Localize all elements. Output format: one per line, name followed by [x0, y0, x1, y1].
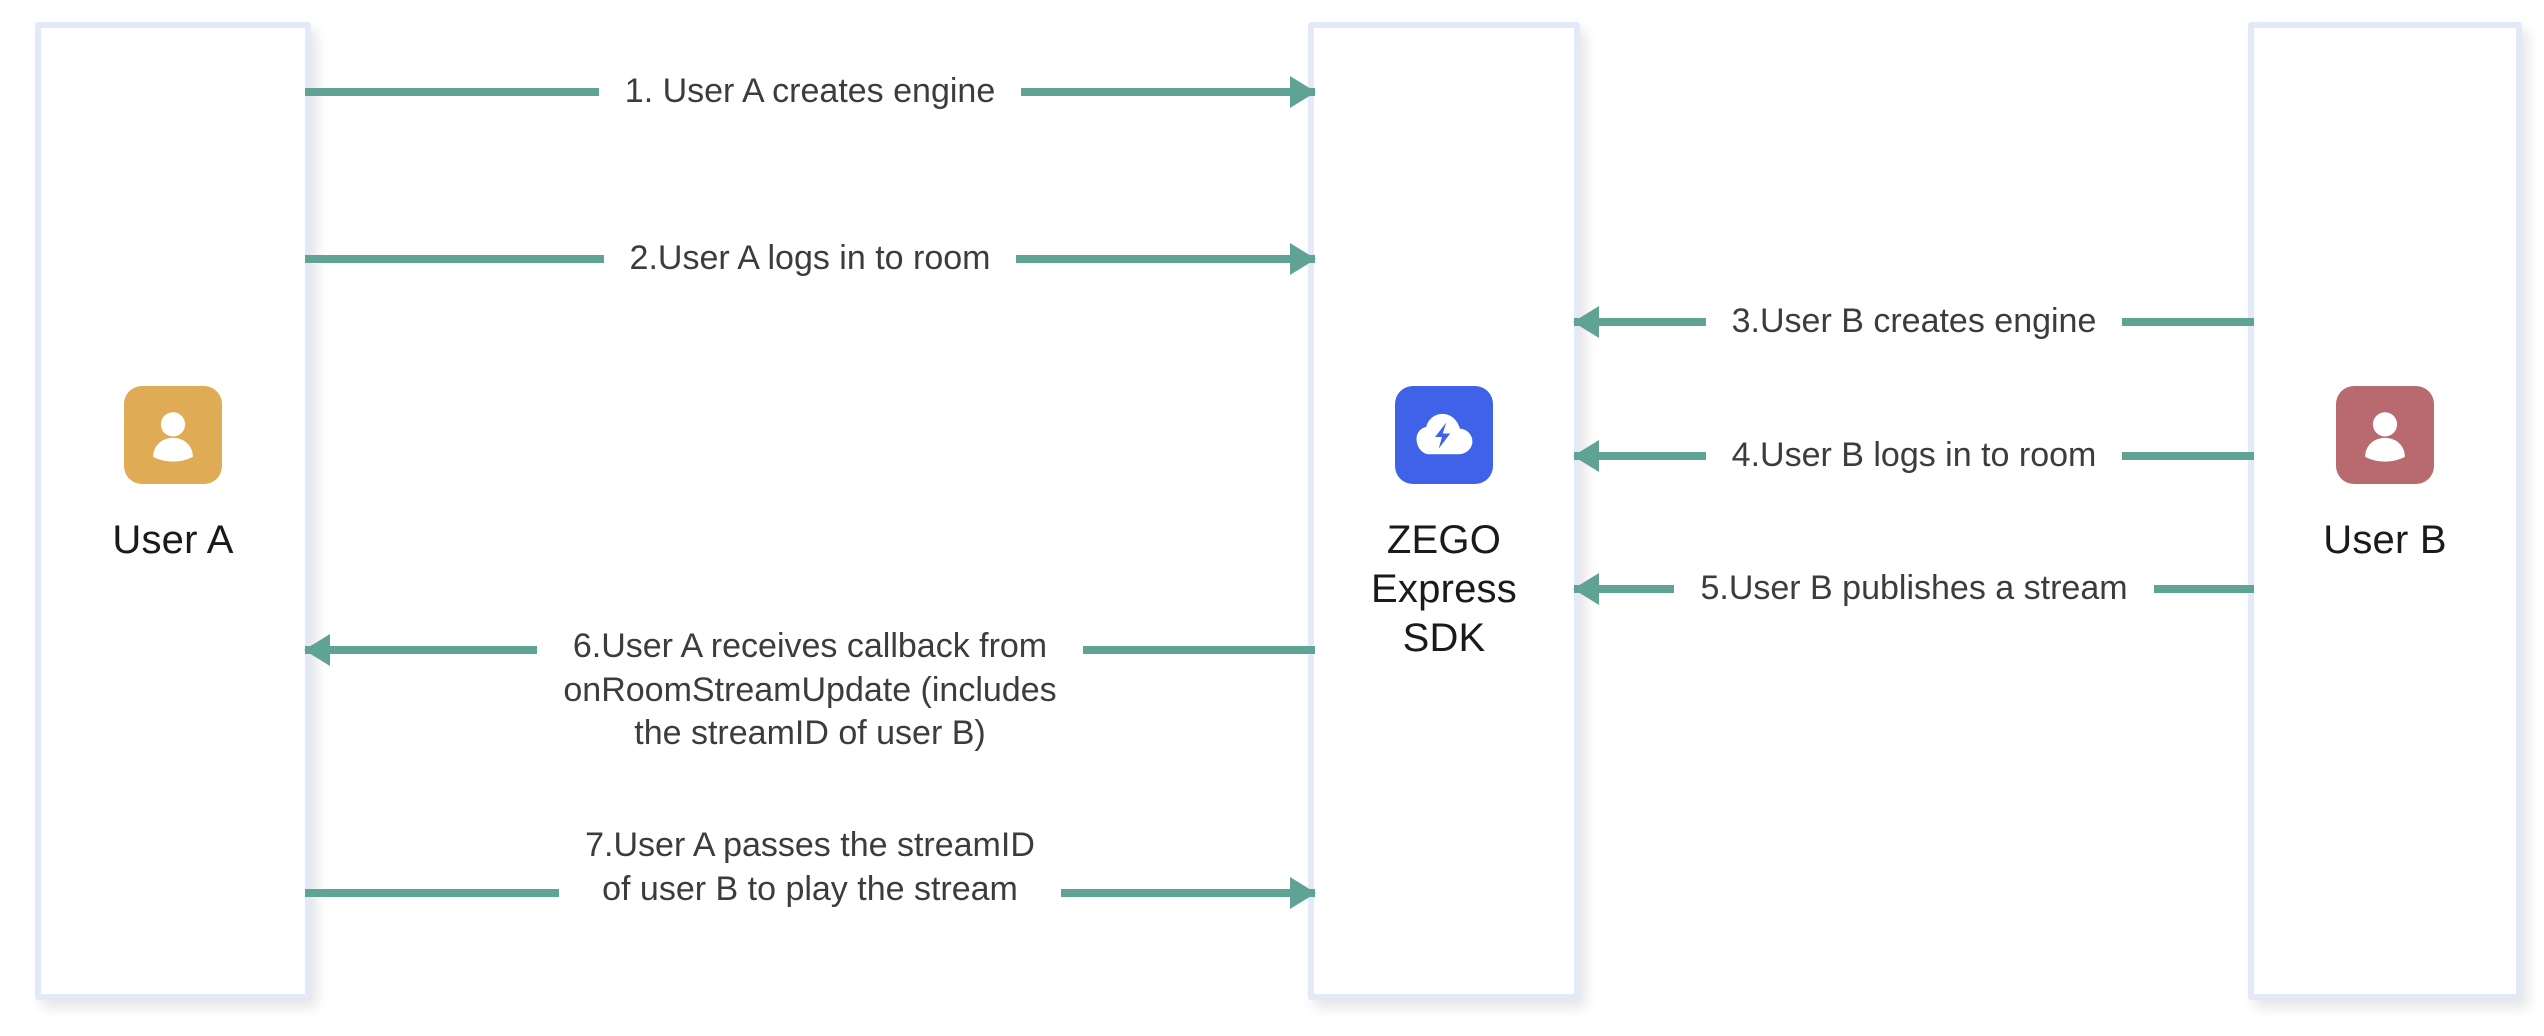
arrow-head-left — [305, 646, 538, 654]
arrow-head-left — [1574, 452, 1706, 460]
message-5-label: 5.User B publishes a stream — [1700, 569, 2128, 608]
message-3-label: 3.User B creates engine — [1731, 302, 2097, 341]
arrow-head-right — [1016, 255, 1316, 263]
message-7: 7.User A passes the streamID of user B t… — [305, 824, 1316, 934]
cloud-bolt-icon — [1395, 386, 1493, 484]
message-1: 1. User A creates engine — [305, 70, 1316, 114]
message-2-label: 2.User A logs in to room — [629, 239, 991, 278]
person-icon — [124, 386, 222, 484]
arrow-line-left — [305, 889, 560, 897]
message-1-label: 1. User A creates engine — [624, 72, 996, 111]
message-4: 4.User B logs in to room — [1574, 434, 2255, 478]
arrow-line-left — [305, 255, 604, 263]
arrow-line-right — [1082, 646, 1315, 654]
message-6-label: 6.User A receives callback from onRoomSt… — [563, 627, 1057, 753]
message-4-label: 4.User B logs in to room — [1731, 436, 2097, 475]
arrow-head-right — [1060, 889, 1316, 897]
arrow-line-left — [305, 88, 599, 96]
arrow-head-left — [1574, 318, 1706, 326]
actor-label-user-b: User B — [2323, 518, 2447, 562]
person-icon — [2336, 386, 2434, 484]
actor-label-user-a: User A — [112, 518, 234, 562]
arrow-head-right — [1021, 88, 1316, 96]
actor-label-zego-express-sdk: ZEGO Express SDK — [1371, 518, 1517, 660]
actor-box-zego-express-sdk: ZEGO Express SDK — [1308, 22, 1580, 1000]
message-3: 3.User B creates engine — [1574, 300, 2255, 344]
arrow-head-left — [1574, 585, 1675, 593]
message-5: 5.User B publishes a stream — [1574, 567, 2255, 611]
actor-box-user-b: User B — [2248, 22, 2522, 1000]
arrow-line-right — [2122, 318, 2255, 326]
arrow-line-right — [2122, 452, 2255, 460]
message-7-label: 7.User A passes the streamID of user B t… — [585, 826, 1035, 908]
arrow-line-right — [2153, 585, 2255, 593]
actor-box-user-a: User A — [35, 22, 311, 1000]
message-2: 2.User A logs in to room — [305, 237, 1316, 281]
message-6: 6.User A receives callback from onRoomSt… — [305, 625, 1315, 785]
